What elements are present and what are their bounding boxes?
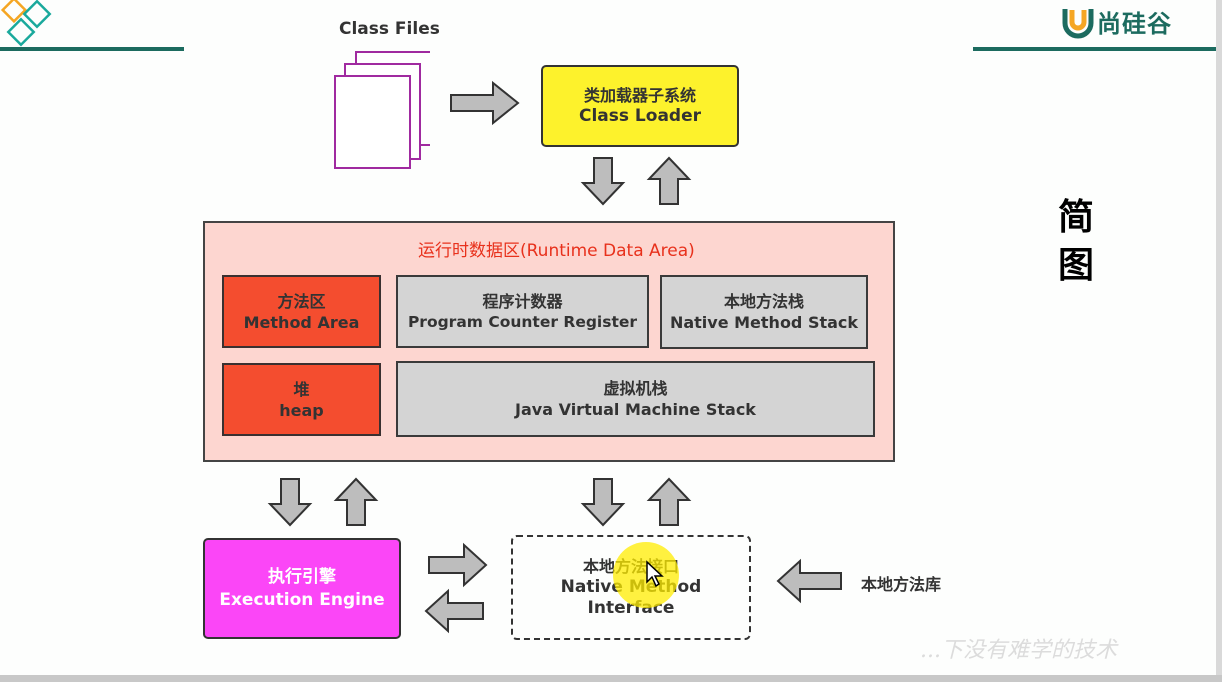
class-loader-box: 类加载器子系统 Class Loader [541,65,739,147]
brand-name: 尚硅谷 [1097,10,1172,38]
execution-engine-en: Execution Engine [219,589,385,610]
program-counter-box: 程序计数器 Program Counter Register [396,275,649,348]
cursor-highlight [613,542,679,608]
class-loader-cn: 类加载器子系统 [583,86,696,105]
native-method-stack-cn: 本地方法栈 [723,292,804,311]
arrow-right-icon [428,542,488,588]
arrow-left-icon [776,558,842,604]
class-files-icon [334,51,430,169]
heap-box: 堆 heap [222,363,381,436]
arrow-down-icon [580,157,626,206]
heap-en: heap [279,400,324,420]
heap-cn: 堆 [293,379,310,399]
program-counter-en: Program Counter Register [407,312,638,331]
native-method-stack-en: Native Method Stack [669,313,859,332]
method-area-box: 方法区 Method Area [222,275,381,348]
arrow-up-icon [646,477,692,526]
arrow-up-icon [646,156,692,205]
jvm-stack-box: 虚拟机栈 Java Virtual Machine Stack [396,361,875,437]
arrow-left-icon [424,588,484,634]
side-title-2: 图 [1058,245,1095,286]
arrow-down-icon [580,478,626,527]
class-loader-en: Class Loader [579,106,701,126]
program-counter-cn: 程序计数器 [482,291,563,311]
runtime-data-area-title: 运行时数据区(Runtime Data Area) [418,241,695,261]
arrow-down-icon [267,478,313,527]
method-area-cn: 方法区 [277,291,326,311]
side-title-1: 简 [1058,197,1095,238]
native-library-label: 本地方法库 [861,575,942,594]
execution-engine-cn: 执行引擎 [268,566,336,587]
native-method-stack-box: 本地方法栈 Native Method Stack [660,275,868,349]
class-files-label: Class Files [339,19,440,39]
arrow-right-icon [450,80,520,126]
header-line-right [973,47,1216,51]
diamond-logo-icon [0,0,52,47]
method-area-en: Method Area [243,312,360,332]
jvm-stack-cn: 虚拟机栈 [603,379,668,398]
right-edge [1216,0,1222,682]
header-line-left [0,47,184,51]
watermark-text: ...下没有难学的技术 [920,638,1117,663]
u-logo-icon [1062,8,1094,38]
execution-engine-box: 执行引擎 Execution Engine [203,538,401,639]
arrow-up-icon [333,477,379,526]
jvm-stack-en: Java Virtual Machine Stack [515,400,756,419]
brand-logo: 尚硅谷 [1062,4,1172,39]
bottom-edge [0,675,1222,682]
mouse-cursor-icon [646,560,664,588]
